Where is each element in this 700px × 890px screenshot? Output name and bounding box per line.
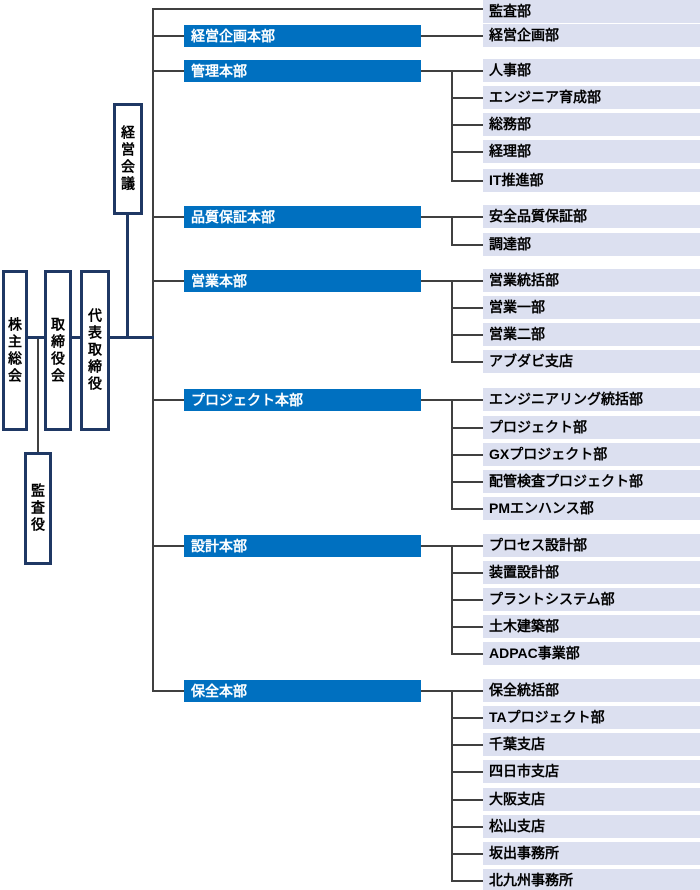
department-row[interactable]: 千葉支店 (483, 733, 700, 756)
branch-sekkei-1 (451, 545, 483, 547)
branch-hozen-6 (451, 826, 483, 828)
box-auditor[interactable]: 監査役 (24, 452, 52, 565)
department-row[interactable]: 監査部 (483, 0, 700, 23)
department-row[interactable]: 営業一部 (483, 296, 700, 319)
department-row[interactable]: TAプロジェクト部 (483, 706, 700, 729)
department-row[interactable]: 人事部 (483, 59, 700, 82)
branch-eigyo-1 (451, 280, 483, 282)
trunk-vertical-divisions (152, 8, 154, 692)
branch-hozen-4 (451, 771, 483, 773)
division-bar-project[interactable]: プロジェクト本部 (184, 389, 421, 411)
branch-eigyo-2 (451, 307, 483, 309)
branch-sekkei-3 (451, 599, 483, 601)
branch-kanri-1 (451, 70, 483, 72)
spine-hinshitsu (451, 216, 453, 245)
branch-hozen-7 (451, 853, 483, 855)
branch-sekkei-5 (451, 653, 483, 655)
box-representative-director[interactable]: 代表取締役 (80, 270, 110, 431)
department-row[interactable]: 総務部 (483, 113, 700, 136)
branch-hozen-8 (451, 880, 483, 882)
branch-hozen-5 (451, 799, 483, 801)
department-row[interactable]: プロセス設計部 (483, 534, 700, 557)
department-row[interactable]: 松山支店 (483, 815, 700, 838)
branch-hinshitsu-1 (451, 216, 483, 218)
connector-division-project-to-spine (421, 399, 451, 401)
department-row[interactable]: ADPAC事業部 (483, 642, 700, 665)
division-bar-hinshitsu-hosho[interactable]: 品質保証本部 (184, 206, 421, 228)
spine-eigyo (451, 280, 453, 363)
department-row[interactable]: 土木建築部 (483, 615, 700, 638)
branch-hozen-1 (451, 690, 483, 692)
department-row[interactable]: 配管検査プロジェクト部 (483, 470, 700, 493)
department-row[interactable]: 北九州事務所 (483, 869, 700, 890)
connector-board-to-auditor (37, 336, 39, 454)
spine-kanri (451, 70, 453, 182)
branch-eigyo-4 (451, 361, 483, 363)
stub-to-division-sekkei (152, 545, 184, 547)
branch-hinshitsu-2 (451, 244, 483, 246)
stub-to-division-eigyo (152, 280, 184, 282)
connector-division-eigyo-to-spine (421, 280, 451, 282)
connector-shareholders-to-board (27, 336, 44, 339)
stub-to-audit-dept (152, 8, 483, 10)
branch-sekkei-2 (451, 572, 483, 574)
department-row[interactable]: アブダビ支店 (483, 350, 700, 373)
stub-to-division-hozen (152, 690, 184, 692)
stub-to-division-project (152, 399, 184, 401)
stub-to-division-hinshitsu (152, 216, 184, 218)
division-bar-keiei-kikaku[interactable]: 経営企画本部 (184, 25, 421, 47)
branch-project-3 (451, 454, 483, 456)
connector-division-keiei-kikaku-to-spine (421, 35, 483, 37)
branch-hozen-3 (451, 744, 483, 746)
department-row[interactable]: エンジニアリング統括部 (483, 388, 700, 411)
department-row[interactable]: 四日市支店 (483, 760, 700, 783)
stub-to-division-kanri (152, 70, 184, 72)
department-row[interactable]: プラントシステム部 (483, 588, 700, 611)
branch-eigyo-3 (451, 334, 483, 336)
branch-project-4 (451, 481, 483, 483)
branch-project-1 (451, 399, 483, 401)
department-row[interactable]: IT推進部 (483, 169, 700, 192)
branch-hozen-2 (451, 717, 483, 719)
division-bar-sekkei[interactable]: 設計本部 (184, 535, 421, 557)
department-row[interactable]: 保全統括部 (483, 679, 700, 702)
department-row[interactable]: PMエンハンス部 (483, 497, 700, 520)
branch-kanri-5 (451, 180, 483, 182)
division-bar-eigyo[interactable]: 営業本部 (184, 270, 421, 292)
department-row[interactable]: 営業統括部 (483, 269, 700, 292)
box-board-of-directors[interactable]: 取締役会 (44, 270, 72, 431)
box-shareholders-meeting[interactable]: 株主総会 (2, 270, 28, 431)
department-row[interactable]: 大阪支店 (483, 788, 700, 811)
connector-division-kanri-to-spine (421, 70, 451, 72)
division-bar-hozen[interactable]: 保全本部 (184, 680, 421, 702)
department-row[interactable]: 経理部 (483, 140, 700, 163)
department-row[interactable]: GXプロジェクト部 (483, 443, 700, 466)
branch-kanri-2 (451, 97, 483, 99)
department-row[interactable]: 装置設計部 (483, 561, 700, 584)
box-management-meeting[interactable]: 経営会議 (113, 103, 143, 215)
division-bar-kanri[interactable]: 管理本部 (184, 60, 421, 82)
connector-division-sekkei-to-spine (421, 545, 451, 547)
connector-division-hozen-to-spine (421, 690, 451, 692)
department-row[interactable]: 営業二部 (483, 323, 700, 346)
department-row[interactable]: 坂出事務所 (483, 842, 700, 865)
spine-hozen (451, 690, 453, 880)
department-row[interactable]: 安全品質保証部 (483, 205, 700, 228)
department-row[interactable]: プロジェクト部 (483, 416, 700, 439)
connector-division-hinshitsu-to-spine (421, 216, 451, 218)
department-row[interactable]: 経営企画部 (483, 24, 700, 47)
stub-to-division-keiei-kikaku (152, 35, 184, 37)
branch-project-5 (451, 508, 483, 510)
branch-kanri-3 (451, 124, 483, 126)
branch-sekkei-4 (451, 626, 483, 628)
connector-management-meeting-to-trunk (126, 336, 154, 339)
connector-management-meeting-stem (126, 212, 129, 338)
department-row[interactable]: エンジニア育成部 (483, 86, 700, 109)
connector-board-to-repdirector (72, 336, 80, 339)
branch-project-2 (451, 427, 483, 429)
department-row[interactable]: 調達部 (483, 233, 700, 256)
branch-kanri-4 (451, 151, 483, 153)
